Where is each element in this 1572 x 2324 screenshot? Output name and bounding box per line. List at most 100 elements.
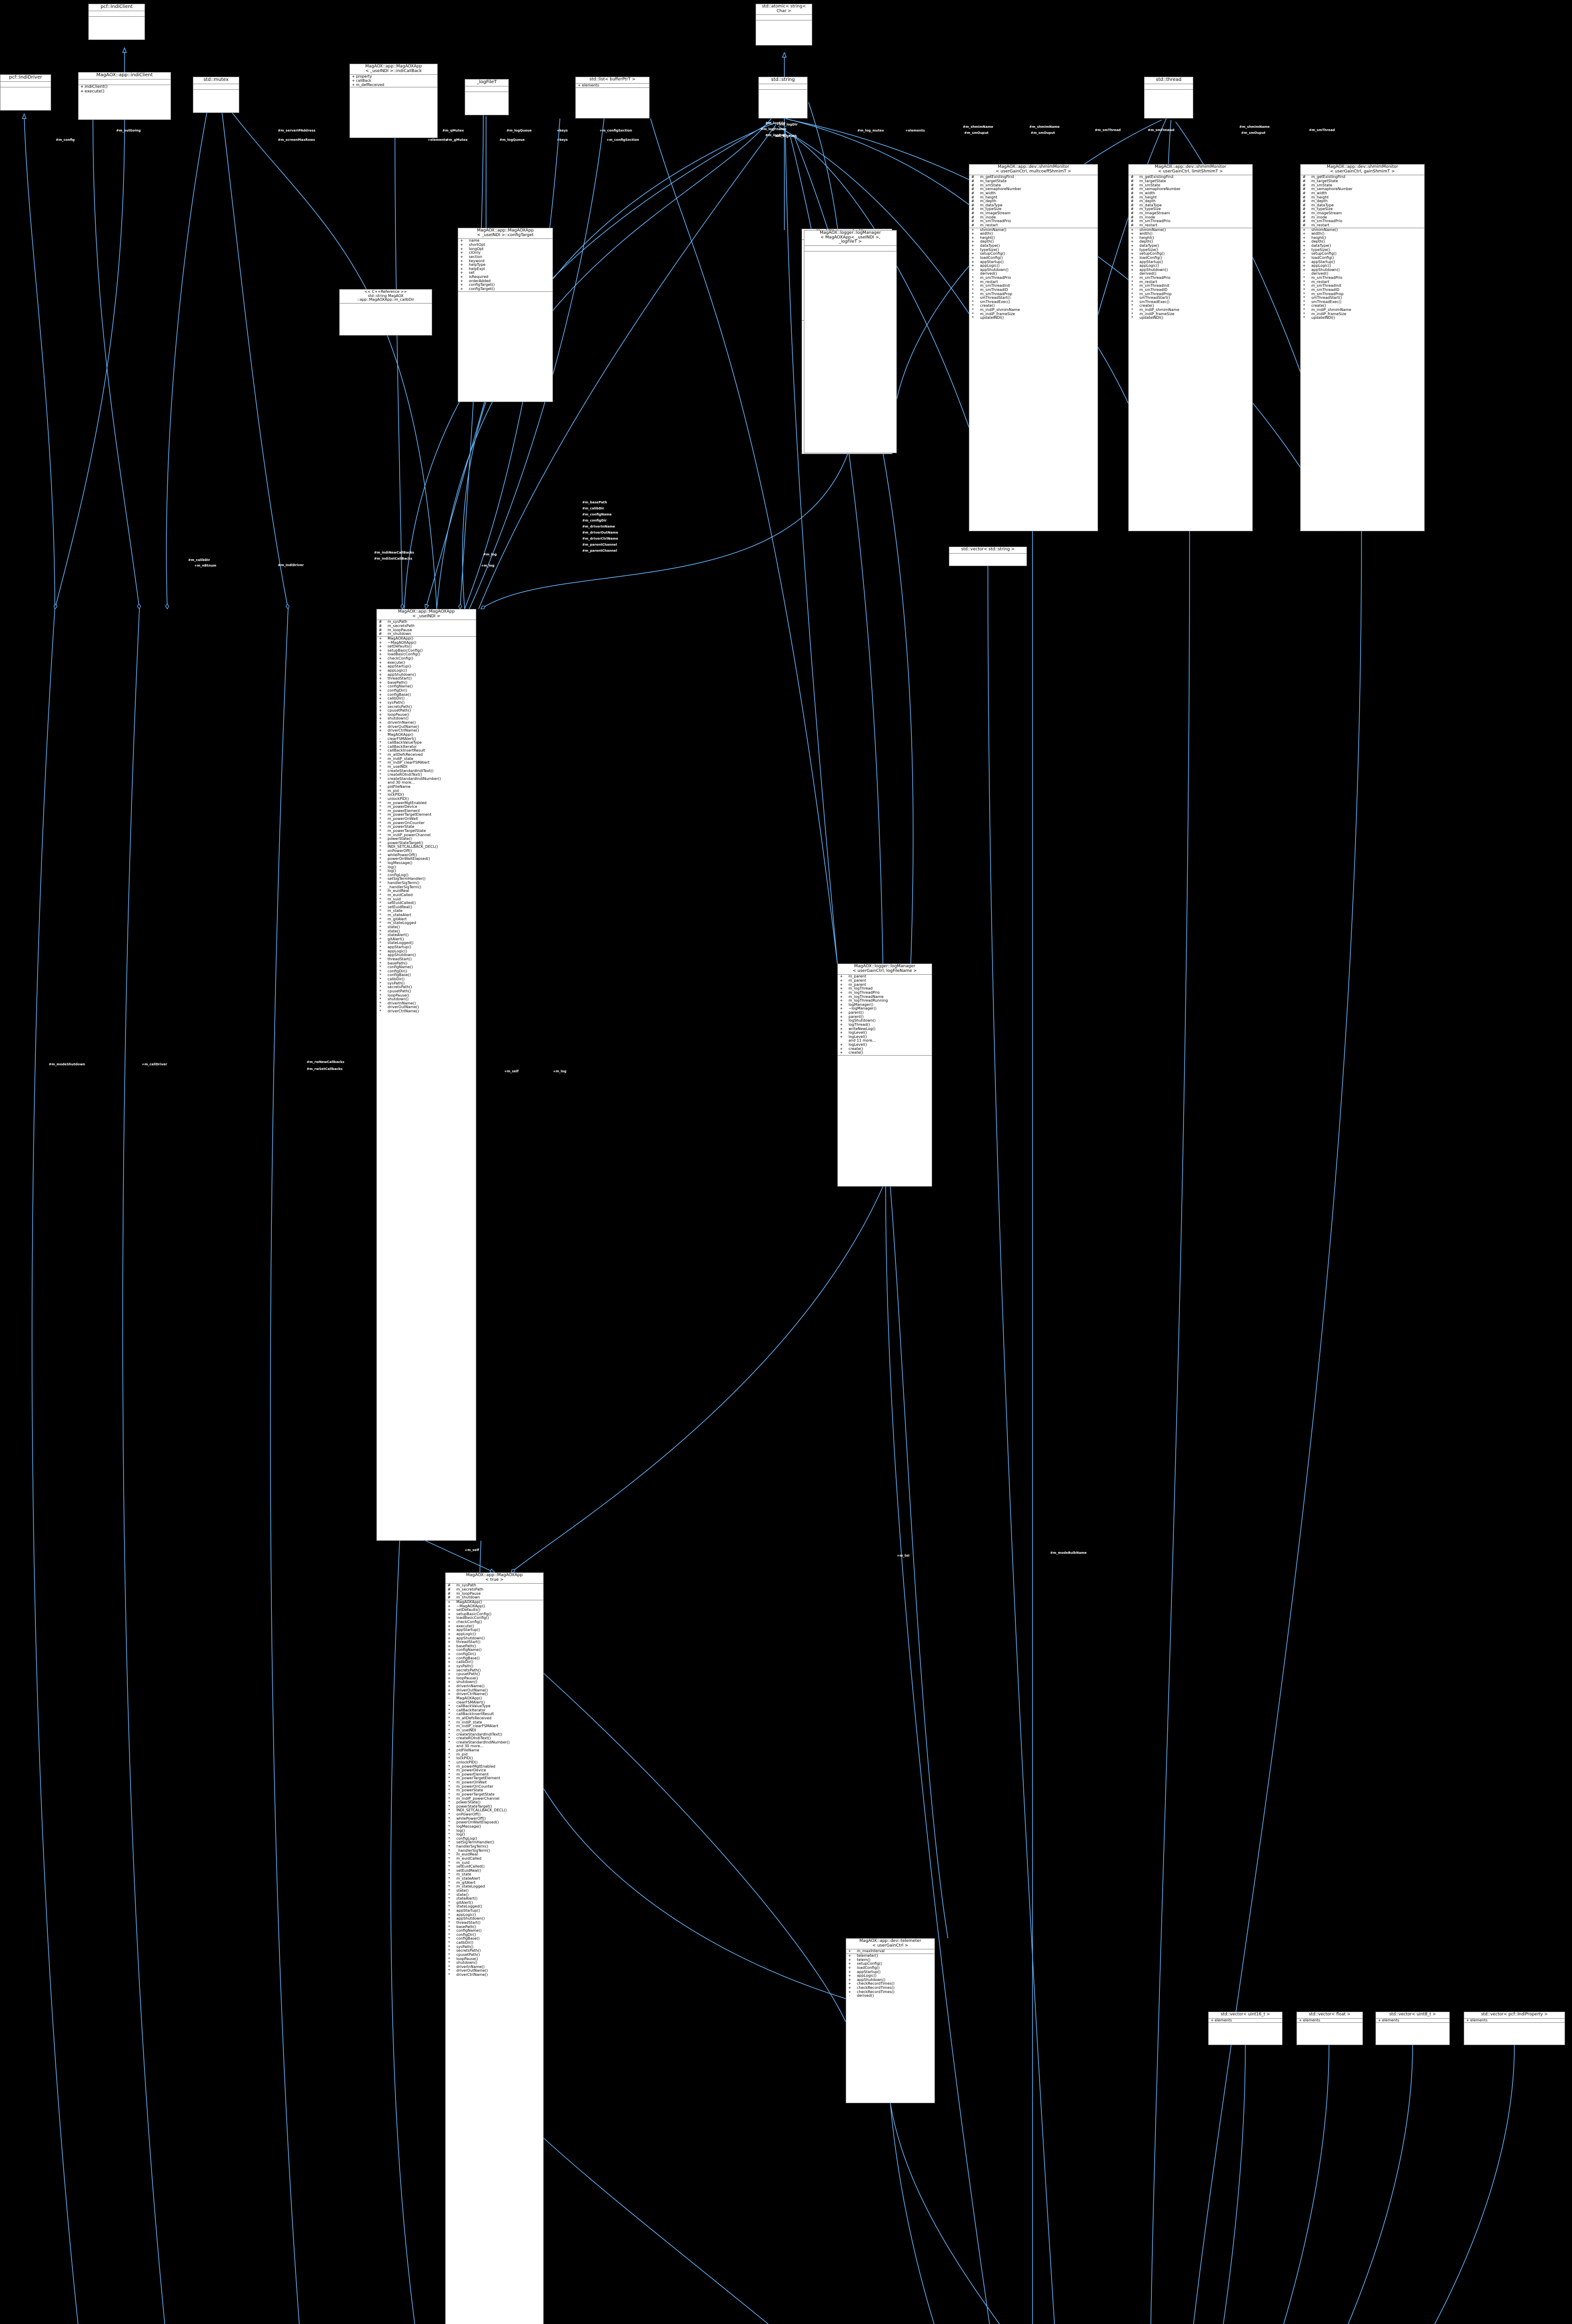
class-node[interactable]: pcf::IndiClient bbox=[88, 4, 145, 40]
class-node[interactable]: MagAOX::app::dev::telemeter< userGainCtr… bbox=[846, 1938, 935, 2103]
class-member-row: +execute() bbox=[446, 1624, 543, 1629]
class-member-row: *gitAlert() bbox=[446, 1901, 543, 1905]
member-visibility: + bbox=[848, 1957, 851, 1962]
class-node[interactable]: std::string bbox=[758, 77, 808, 119]
class-attributes-section: #m_sysPath#m_secretsPath#m_loopPause#m_s… bbox=[446, 1584, 543, 1600]
class-node[interactable]: std::vector< uint16_t >+elements bbox=[1208, 2012, 1283, 2045]
edge-label: #m_smThread bbox=[1095, 128, 1121, 132]
member-visibility: * bbox=[379, 832, 381, 837]
member-visibility: + bbox=[352, 74, 355, 79]
member-visibility: # bbox=[971, 179, 974, 184]
class-node[interactable]: MagAOX::app::MagAOXApp< true >#m_sysPath… bbox=[445, 1572, 544, 2324]
member-visibility: + bbox=[848, 1961, 851, 1966]
member-visibility: # bbox=[1302, 187, 1306, 191]
class-node[interactable]: MagAOX::app::dev::shmimMonitor< userGain… bbox=[969, 164, 1098, 531]
class-node[interactable]: MagAOX::app::dev::shmimMonitor< userGain… bbox=[1128, 164, 1253, 531]
member-name: checkConfig() bbox=[388, 656, 414, 661]
member-name: m_indiP_frameSize bbox=[980, 311, 1015, 316]
member-name: m_restart bbox=[980, 223, 998, 227]
member-visibility: * bbox=[448, 1932, 450, 1937]
class-attributes-section bbox=[804, 246, 896, 252]
class-node[interactable]: std::vector< uint8_t >+elements bbox=[1375, 2012, 1450, 2045]
member-visibility: + bbox=[1131, 255, 1134, 260]
member-name: m_state bbox=[388, 909, 403, 913]
class-node-title: MagAOX::app::dev::shmimMonitor< userGain… bbox=[1301, 165, 1424, 176]
class-node[interactable]: MagAOX::app::MagAOXApp< _useINDI >::conf… bbox=[458, 228, 553, 402]
member-visibility: + bbox=[848, 1969, 851, 1974]
member-visibility: * bbox=[448, 1912, 450, 1917]
class-node[interactable]: MagAOX::logger::logManager< MagAOXApp< _… bbox=[804, 230, 897, 453]
class-member-row: +setupConfig() bbox=[1301, 252, 1424, 256]
member-visibility: * bbox=[379, 837, 381, 841]
class-member-row: +appShutdown() bbox=[377, 673, 476, 677]
empty-section bbox=[89, 11, 145, 16]
class-member-row: +telemeter() bbox=[846, 1954, 934, 1958]
member-name: m_getExistingFirst bbox=[1311, 175, 1346, 179]
member-visibility: + bbox=[1302, 267, 1306, 272]
class-member-row: *appShutdown() bbox=[377, 953, 476, 957]
class-member-row: #m_depth bbox=[1301, 199, 1424, 204]
class-member-row: *handlerSigTerm() bbox=[446, 1844, 543, 1849]
member-visibility: * bbox=[448, 1848, 450, 1853]
member-name: _handlerSigTerm() bbox=[388, 885, 421, 889]
member-name: configDir() bbox=[388, 969, 408, 973]
member-name: m_height bbox=[1139, 195, 1157, 199]
member-visibility: * bbox=[448, 1748, 450, 1753]
class-node[interactable]: std::list< bufferPtrT >+elements bbox=[575, 77, 650, 119]
member-visibility: * bbox=[379, 788, 381, 793]
edge-label: #m_indiNewCallBacks bbox=[374, 551, 414, 555]
class-node-title: MagAOX::app::MagAOXApp< _useINDI >::indi… bbox=[350, 64, 437, 75]
member-visibility: + bbox=[1302, 255, 1306, 260]
class-member-row: *lockPID() bbox=[446, 1756, 543, 1761]
member-name: driverInName() bbox=[388, 720, 416, 725]
member-visibility: * bbox=[379, 933, 381, 938]
member-name: m_depth bbox=[1139, 199, 1156, 204]
member-name: loadBasicConfig() bbox=[388, 652, 421, 657]
member-name: driverInName() bbox=[456, 1964, 485, 1969]
class-node[interactable]: _logFileT bbox=[465, 79, 509, 115]
member-name: m_indiP_shmimName bbox=[1139, 308, 1179, 312]
class-node[interactable]: std::mutex bbox=[193, 77, 239, 113]
member-visibility: # bbox=[1302, 203, 1306, 207]
class-node[interactable]: MagAOX::logger::logManager< userGainCtrl… bbox=[837, 964, 932, 1187]
class-attributes-section: +property+callBack+m_defReceived bbox=[350, 74, 437, 88]
class-member-row: *m_powerElement bbox=[377, 809, 476, 813]
member-name: orderAdded bbox=[469, 278, 491, 283]
class-node-title-line: MagAOX::app::dev::telemeter bbox=[859, 1939, 921, 1943]
member-name: m_height bbox=[1311, 195, 1329, 199]
class-node[interactable]: MagAOX::app::MagAOXApp< _useINDI >::indi… bbox=[349, 64, 438, 138]
class-node[interactable]: pcf::IndiDriver bbox=[0, 74, 51, 111]
member-visibility: * bbox=[1303, 284, 1305, 288]
member-name: logLevel() bbox=[848, 1043, 867, 1047]
class-node[interactable]: std::vector< pcf::IndiProperty >+element… bbox=[1464, 2012, 1565, 2045]
member-visibility: - bbox=[1303, 271, 1305, 276]
member-name: m_allDefsReceived bbox=[388, 753, 423, 757]
member-name: and 11 more... bbox=[848, 1038, 876, 1043]
class-node-title: std::vector< float > bbox=[1297, 2012, 1362, 2019]
member-name: parent() bbox=[848, 1010, 864, 1015]
class-node-title: MagAOX::app::dev::shmimMonitor< userGain… bbox=[1129, 165, 1252, 176]
member-name: callBackIterator bbox=[456, 1708, 486, 1712]
class-member-row: *m_indiP_clearFSMAlert bbox=[377, 761, 476, 765]
member-visibility: + bbox=[447, 1664, 451, 1668]
class-node[interactable]: std::vector< std::string > bbox=[949, 547, 1027, 566]
class-node[interactable]: std::thread bbox=[1144, 77, 1193, 119]
class-node[interactable]: MagAOX::app::dev::shmimMonitor< userGain… bbox=[1300, 164, 1425, 531]
member-name: stateLogged() bbox=[388, 941, 414, 945]
class-node[interactable]: std::atomic< string<Char > bbox=[756, 4, 812, 46]
member-name: setupConfig() bbox=[980, 251, 1006, 256]
class-node[interactable]: MagAOX::app::indiClient+indiClient()+exe… bbox=[78, 72, 171, 120]
class-operations-section bbox=[193, 90, 239, 95]
member-visibility: # bbox=[1131, 187, 1134, 191]
class-operations-section bbox=[89, 17, 145, 22]
class-node[interactable]: std::vector< float >+elements bbox=[1296, 2012, 1363, 2045]
member-visibility: + bbox=[848, 1981, 851, 1986]
class-member-row: *log() bbox=[377, 869, 476, 873]
class-node[interactable]: MagAOX::app::MagAOXApp< _useINDI >#m_sys… bbox=[376, 609, 476, 1541]
edge-label: #m_log_mutex bbox=[857, 129, 884, 132]
member-visibility: + bbox=[447, 1636, 451, 1640]
member-name: appStartup() bbox=[857, 1969, 881, 1974]
member-name: m_smThreadProp bbox=[980, 291, 1013, 296]
member-visibility: * bbox=[379, 800, 381, 805]
class-node[interactable]: << C++Reference >>std::string MagAOX::ap… bbox=[339, 289, 432, 336]
